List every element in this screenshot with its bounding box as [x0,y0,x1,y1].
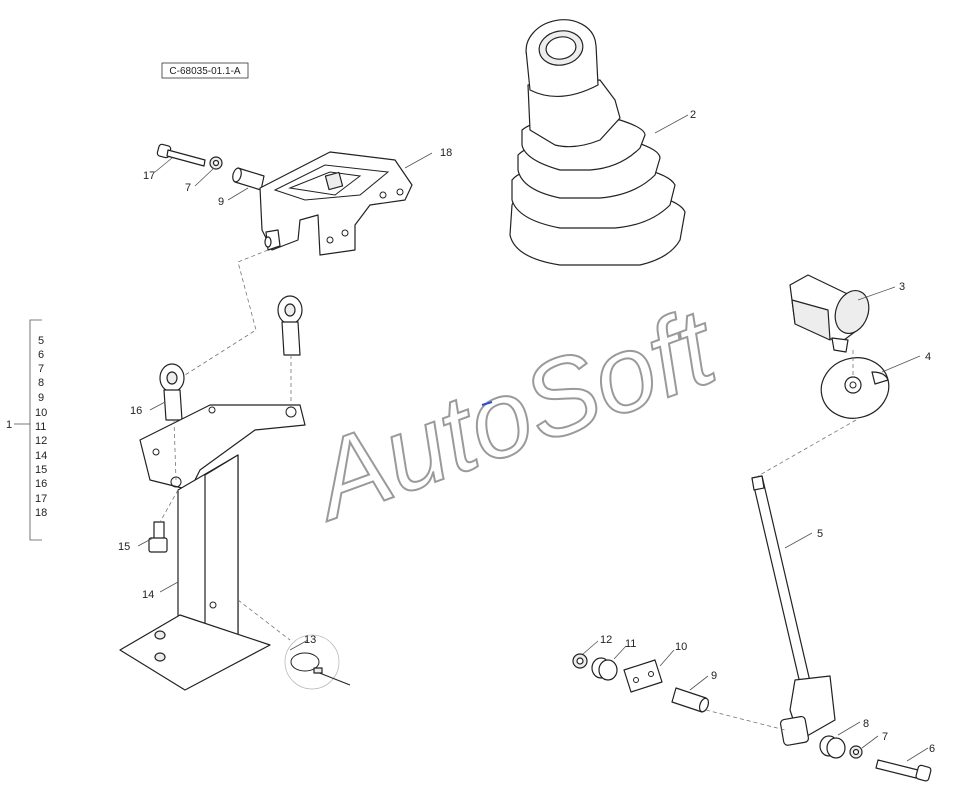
watermark: AutoSoft [292,284,734,545]
callout-7-top: 7 [185,182,191,194]
plate-10 [623,659,663,693]
spacer-9-top [232,167,265,191]
bolt-6 [875,759,932,782]
callout-10: 10 [675,641,687,653]
bolt-15 [148,521,168,553]
callout-1: 1 [6,419,12,431]
callout-11: 11 [625,638,636,650]
stand-14 [119,404,306,691]
callout-16: 16 [130,405,142,417]
callout-12: 12 [600,634,612,646]
group-member: 15 [35,464,47,476]
callout-numbers: 18 17 7 9 2 3 4 5 6 7 8 9 10 11 12 13 14… [118,109,935,755]
leader-lines [137,114,929,762]
callout-13: 13 [304,634,316,646]
bushing-11 [591,657,618,681]
group-member: 6 [38,349,44,361]
callout-9-bottom: 9 [711,670,717,682]
ball-joint-16-left [159,363,185,421]
callout-6: 6 [929,743,935,755]
callout-14: 14 [142,589,154,601]
group-member: 16 [35,478,47,490]
group-member: 10 [35,407,47,419]
group-member: 5 [38,335,44,347]
washer-4 [820,357,890,419]
group-member-list: 5 6 7 8 9 10 11 12 14 15 16 17 18 [35,335,47,519]
reference-code-label: C-68035-01.1-A [161,62,249,79]
callout-9-top: 9 [218,196,224,208]
group-member: 12 [35,435,47,447]
cable-tie-13 [284,634,351,690]
callout-18: 18 [440,147,452,159]
callout-4: 4 [925,351,931,363]
callout-15: 15 [118,541,130,553]
bushing-8 [819,735,846,759]
group-member: 7 [38,363,44,375]
bracket-18 [259,151,413,256]
callout-2: 2 [690,109,696,121]
reference-code-text: C-68035-01.1-A [169,66,240,77]
group-member: 14 [35,450,47,462]
group-bracket: 1 5 6 7 8 9 10 11 12 14 15 16 17 18 [6,319,47,541]
watermark-text: AutoSoft [293,285,733,544]
center-marker [481,401,493,406]
callout-5: 5 [817,528,823,540]
group-member: 17 [35,493,47,505]
spacer-9-bottom [671,687,710,713]
callout-8: 8 [863,718,869,730]
rubber-boot-2 [509,19,686,266]
group-member: 18 [35,507,47,519]
callout-3: 3 [899,281,905,293]
bolt-17 [156,143,206,167]
group-member: 9 [38,392,44,404]
callout-17: 17 [143,170,155,182]
ball-joint-16-right [277,295,303,356]
assembly-guide-lines [159,249,857,731]
nut-7-top [209,156,223,170]
knob-3 [789,274,870,353]
callout-7-bottom: 7 [882,731,888,743]
lever-5 [751,475,836,746]
nut-12 [572,653,588,669]
group-member: 8 [38,377,44,389]
group-member: 11 [35,421,46,433]
nut-7-bottom [849,745,863,759]
